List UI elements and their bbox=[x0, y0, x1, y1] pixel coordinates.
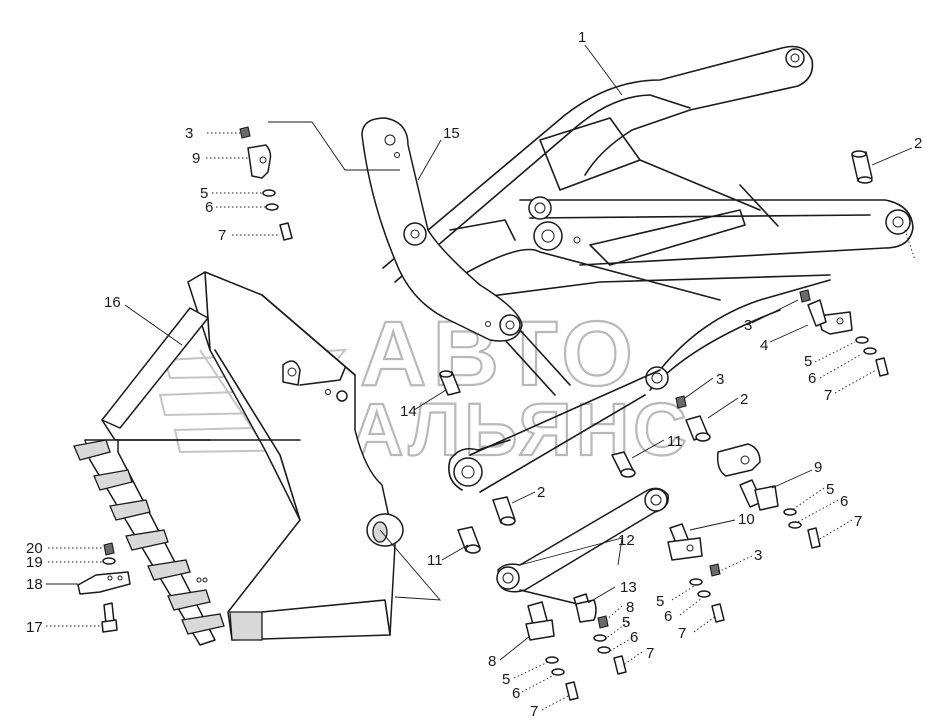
callout-20: 20 bbox=[26, 540, 43, 557]
callout-1: 1 bbox=[578, 29, 586, 46]
callout-6: 6 bbox=[808, 370, 816, 387]
callout-5: 5 bbox=[826, 481, 834, 498]
callout-16: 16 bbox=[104, 294, 121, 311]
callout-6: 6 bbox=[664, 608, 672, 625]
callout-6: 6 bbox=[840, 493, 848, 510]
fasteners bbox=[101, 126, 889, 701]
locking-plates bbox=[77, 144, 853, 641]
callout-11: 11 bbox=[427, 552, 443, 569]
callout-7: 7 bbox=[218, 227, 226, 244]
callout-3: 3 bbox=[744, 317, 752, 334]
callout-11: 11 bbox=[667, 433, 683, 450]
callout-6: 6 bbox=[512, 685, 520, 702]
callout-7: 7 bbox=[854, 513, 862, 530]
callout-14: 14 bbox=[400, 403, 417, 420]
callout-5: 5 bbox=[622, 614, 630, 631]
callout-15: 15 bbox=[443, 125, 460, 142]
callout-8: 8 bbox=[626, 599, 634, 616]
link-bar-part-12 bbox=[496, 487, 669, 606]
callout-19: 19 bbox=[26, 554, 43, 571]
callout-5: 5 bbox=[502, 671, 510, 688]
callout-9: 9 bbox=[192, 150, 200, 167]
main-frame-part-1 bbox=[382, 45, 916, 493]
callout-5: 5 bbox=[656, 593, 664, 610]
callout-7: 7 bbox=[530, 703, 538, 720]
callout-labels: 1 2 15 3 9 5 6 7 16 3 4 5 6 7 3 2 11 14 … bbox=[26, 29, 922, 720]
callout-9: 9 bbox=[814, 459, 822, 476]
callout-3: 3 bbox=[185, 125, 193, 142]
callout-7: 7 bbox=[646, 645, 654, 662]
callout-3: 3 bbox=[716, 371, 724, 388]
callout-3: 3 bbox=[754, 547, 762, 564]
callout-18: 18 bbox=[26, 576, 43, 593]
callout-5: 5 bbox=[200, 185, 208, 202]
callout-6: 6 bbox=[205, 199, 213, 216]
callout-10: 10 bbox=[738, 511, 755, 528]
callout-2: 2 bbox=[537, 484, 545, 501]
watermark-line2: АЛЬЯНС bbox=[350, 388, 691, 471]
callout-8: 8 bbox=[488, 653, 496, 670]
callout-2: 2 bbox=[914, 135, 922, 152]
callout-12: 12 bbox=[618, 532, 635, 549]
callout-2: 2 bbox=[740, 391, 748, 408]
callout-6: 6 bbox=[630, 629, 638, 646]
callout-5: 5 bbox=[804, 353, 812, 370]
bucket-part-16 bbox=[73, 271, 404, 646]
callout-13: 13 bbox=[620, 579, 637, 596]
bushes-and-pins bbox=[439, 150, 873, 554]
callout-17: 17 bbox=[26, 619, 43, 636]
callout-7: 7 bbox=[678, 625, 686, 642]
leader-lines bbox=[46, 44, 913, 711]
callout-7: 7 bbox=[824, 387, 832, 404]
callout-4: 4 bbox=[760, 337, 768, 354]
rocker-lever-part-15 bbox=[361, 117, 523, 342]
